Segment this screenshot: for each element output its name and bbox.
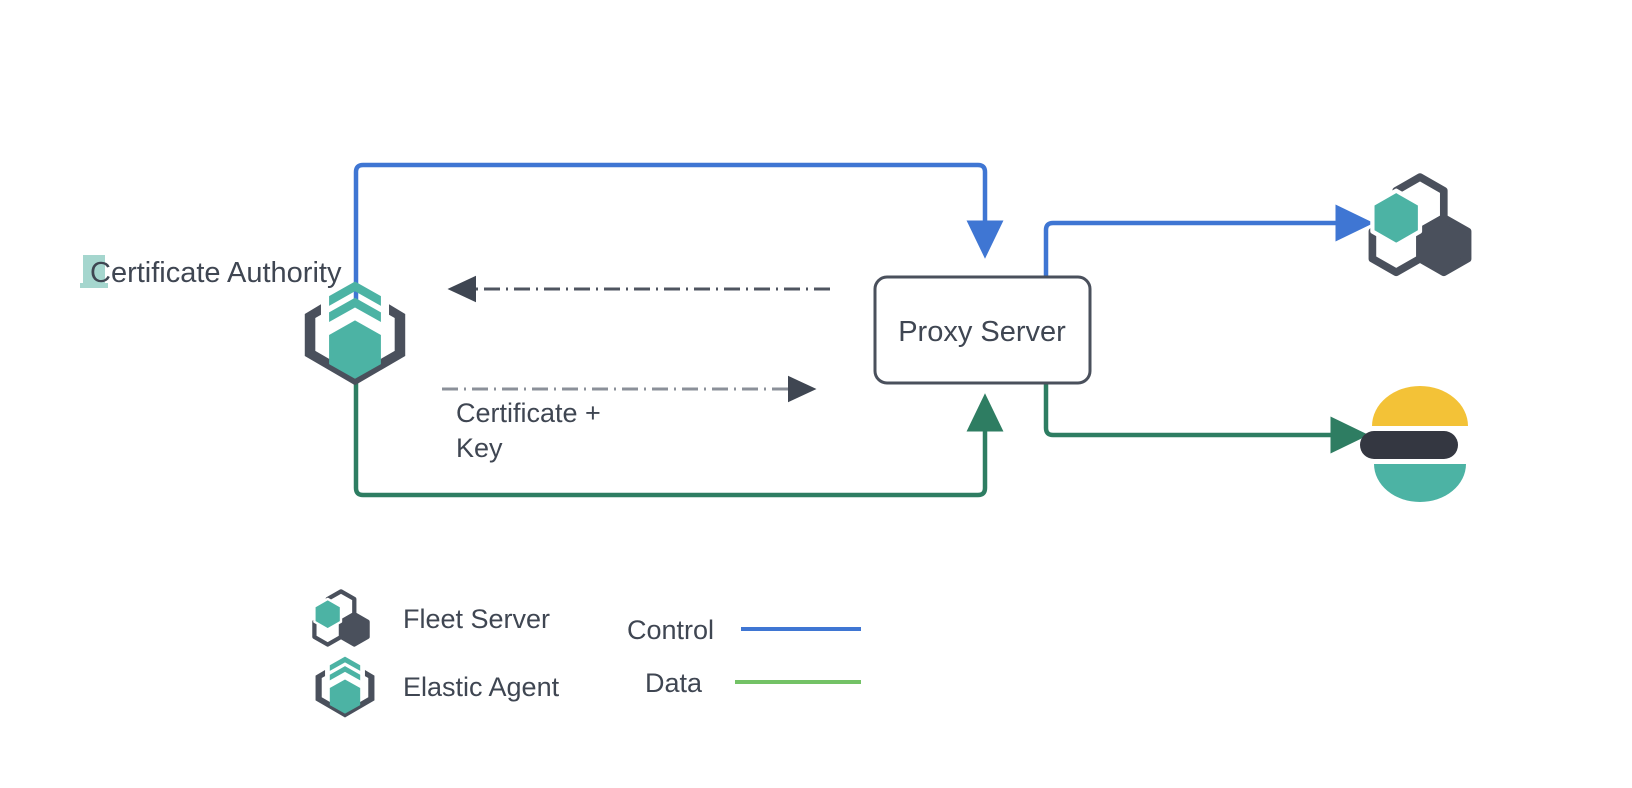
elastic-agent-icon [304, 281, 406, 386]
selection-highlight [83, 255, 105, 287]
edge-label-line-2: Key [456, 433, 503, 463]
legend-label-fleet-server: Fleet Server [403, 604, 550, 634]
edge-proxy-to-elasticsearch-data [1043, 383, 1369, 454]
legend-elastic-agent-icon [315, 656, 375, 718]
fleet-server-icon [1368, 173, 1472, 277]
edge-ca-to-proxy-control [353, 162, 1004, 300]
legend-label-elastic-agent: Elastic Agent [403, 672, 560, 702]
edge-proxy-to-fleet-control [1043, 204, 1374, 277]
legend-label-data: Data [645, 668, 703, 698]
proxy-server-box[interactable] [873, 275, 1092, 385]
legend-fleet-server-icon [312, 589, 370, 647]
selection-underline [80, 283, 108, 288]
certificate-authority-label: Certificate Authority [90, 257, 342, 289]
elasticsearch-icon [1360, 386, 1468, 502]
edge-ca-to-proxy-data [353, 372, 1004, 498]
edge-label-line-1: Certificate + [456, 398, 601, 428]
proxy-server-label: Proxy Server [898, 316, 1066, 348]
legend-label-control: Control [627, 615, 714, 645]
